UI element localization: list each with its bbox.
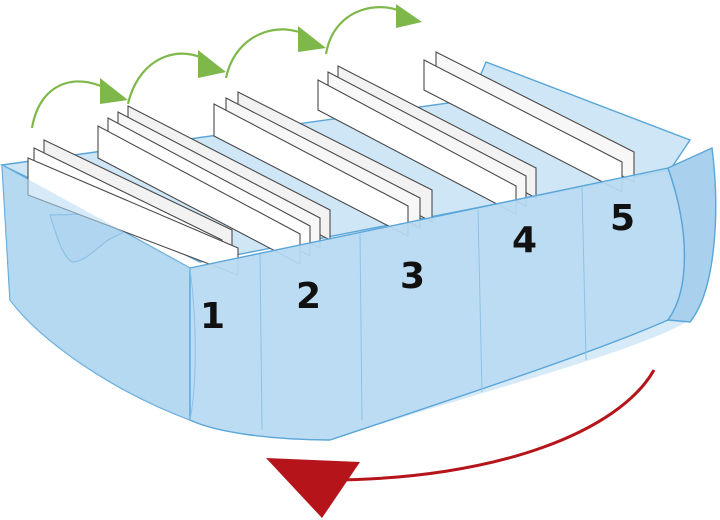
curved-arrow-left-icon — [325, 369, 656, 482]
arrowhead — [266, 458, 360, 518]
compartment-divider — [259, 253, 263, 431]
rotation-arrow — [266, 369, 656, 518]
box-right-end — [666, 146, 717, 323]
compartment-label-1: 1 — [200, 296, 225, 337]
arrowhead — [396, 4, 422, 28]
compartment-divider — [189, 267, 196, 421]
compartment-label-3: 3 — [400, 256, 425, 297]
compartment-divider — [581, 187, 587, 361]
forward-arrows — [30, 4, 422, 129]
compartment-divider — [359, 233, 363, 421]
arrowhead — [298, 26, 326, 52]
card-group-4 — [317, 65, 537, 215]
compartment-label-2: 2 — [296, 276, 321, 317]
compartment-label-4: 4 — [512, 220, 537, 261]
arrowhead — [198, 50, 226, 78]
card-group-1 — [27, 139, 239, 276]
arrowhead — [100, 78, 128, 104]
compartment-divider — [477, 209, 483, 393]
compartment-label-5: 5 — [610, 198, 635, 239]
